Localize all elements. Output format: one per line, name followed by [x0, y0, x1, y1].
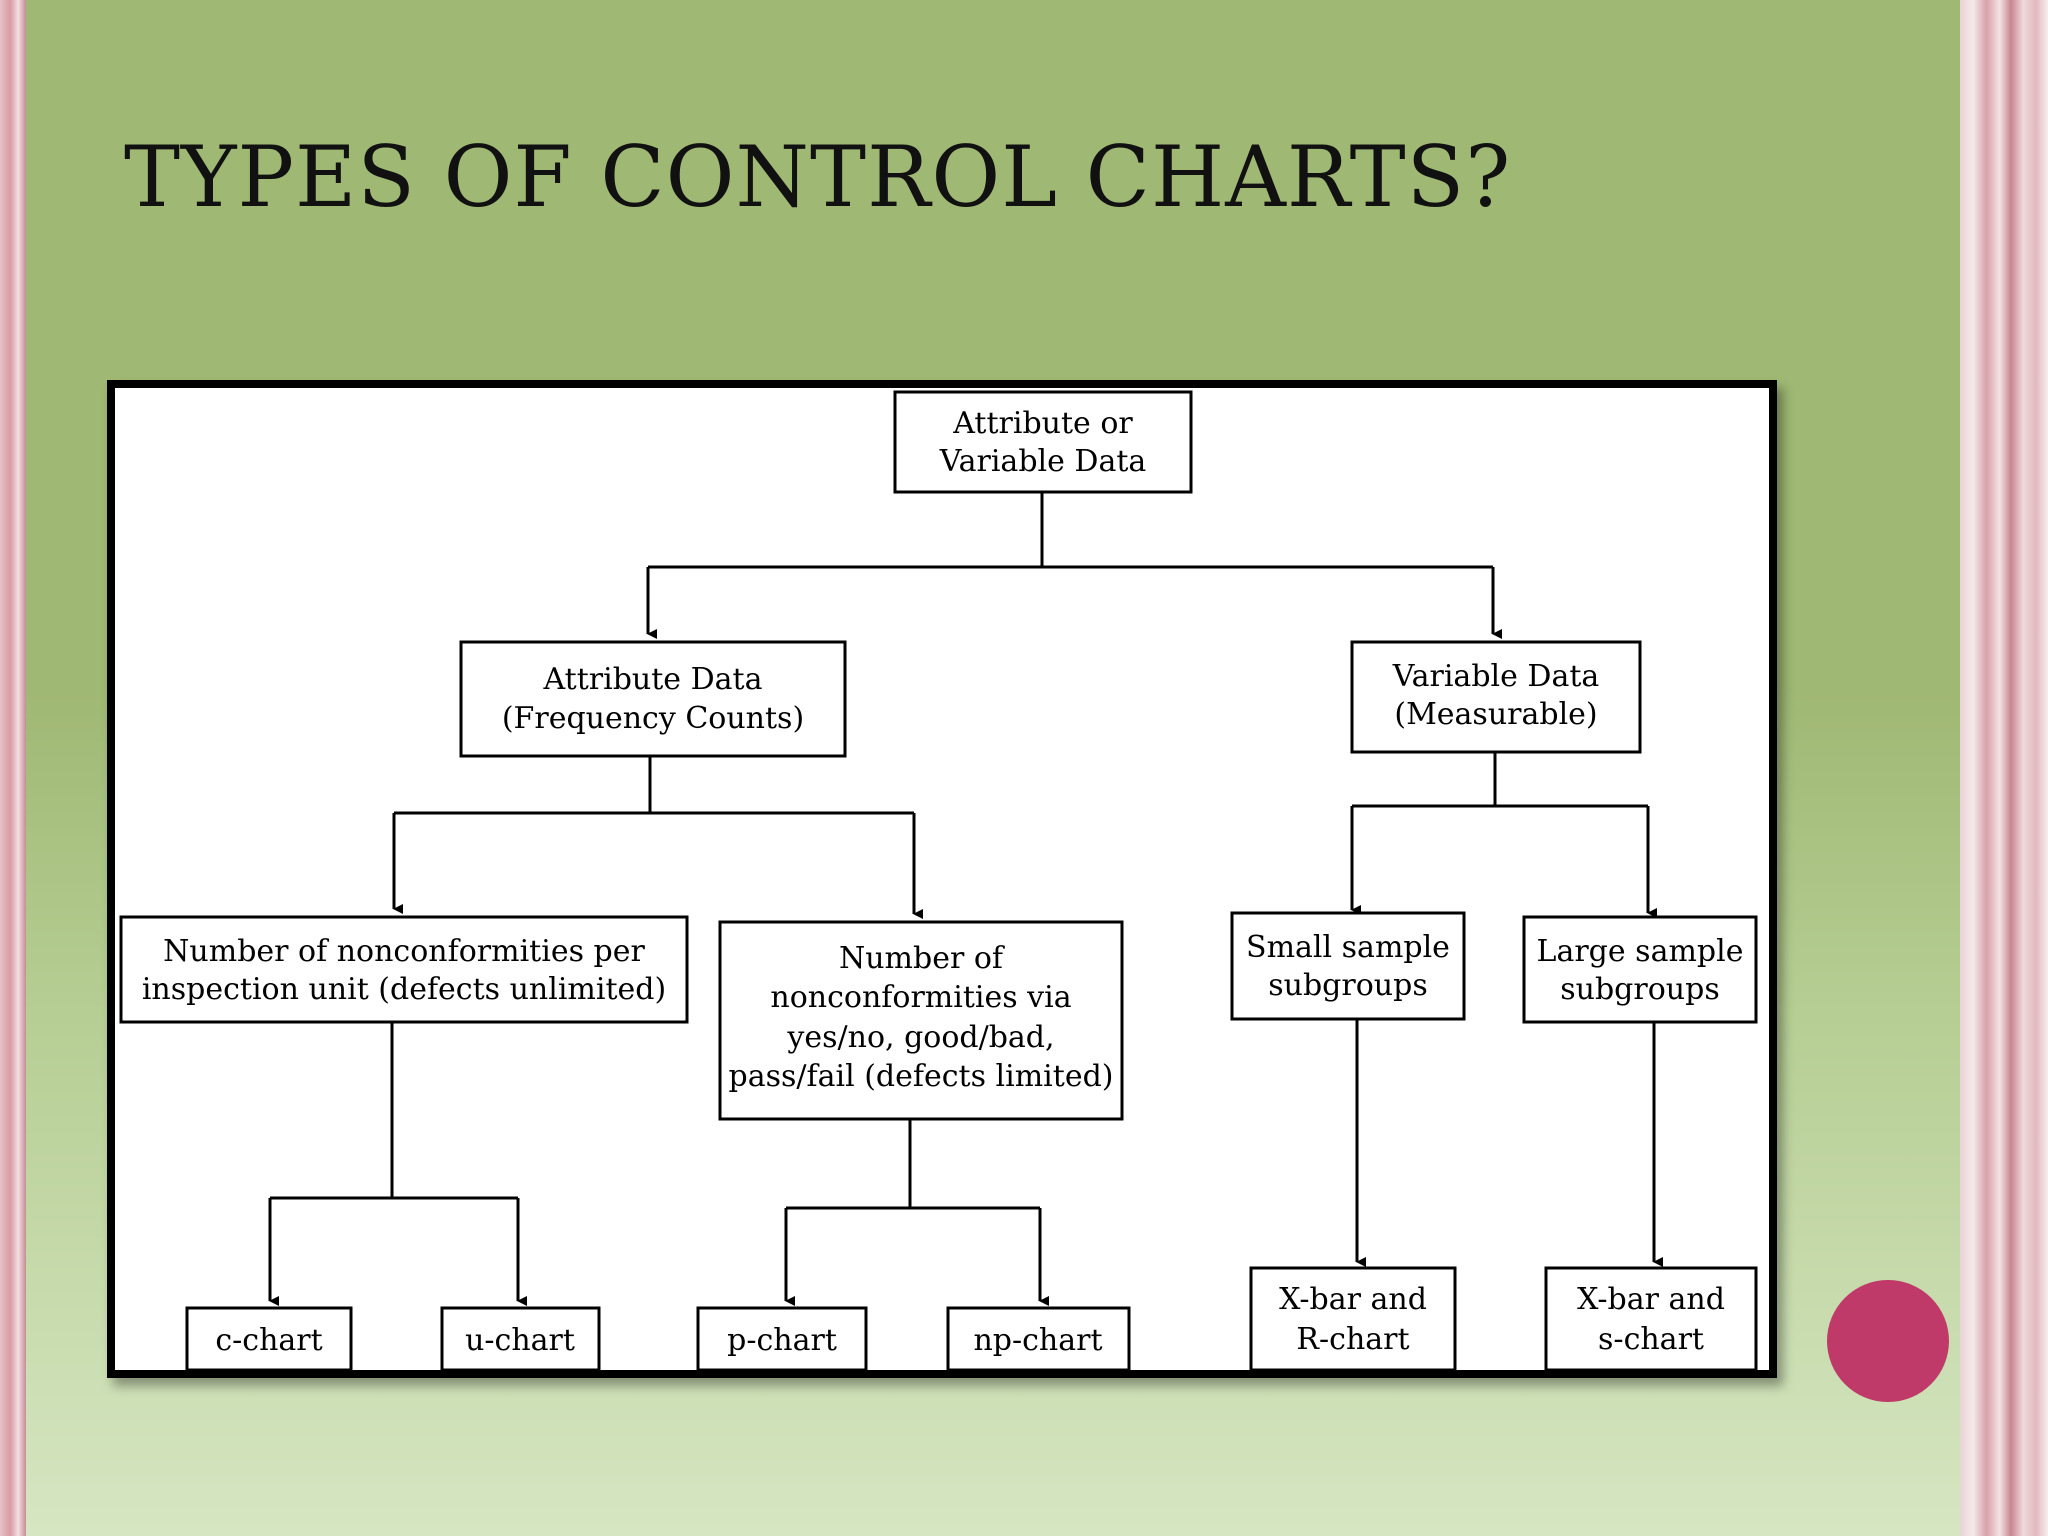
p-chart-label: p-chart: [727, 1323, 837, 1358]
xbar-s-label-line-2: s-chart: [1598, 1322, 1704, 1357]
slide-title: TYPES OF CONTROL CHARTS?: [124, 128, 1512, 226]
xbar-s-label-line-1: X-bar and: [1577, 1282, 1725, 1317]
node-root: [893, 390, 1193, 494]
unlimited-label-line-1: Number of nonconformities per: [163, 934, 645, 969]
unlimited-label-line-2: inspection unit (defects unlimited): [142, 972, 666, 1007]
root-label-line-1: Attribute or: [952, 406, 1133, 441]
attribute-label-line-1: Attribute Data: [543, 662, 763, 697]
right-decorative-stripe: [1960, 0, 2048, 1536]
xbar-r-label-line-2: R-chart: [1296, 1322, 1409, 1357]
arrows: [268, 567, 1663, 1306]
root-label-line-2: Variable Data: [939, 444, 1147, 479]
connectors: [270, 492, 1648, 1210]
diagram-border: [107, 380, 1777, 1378]
xbar-r-label-line-1: X-bar and: [1279, 1282, 1427, 1317]
node-np-chart: [946, 1306, 1131, 1372]
limited-label-line-1: Number of: [839, 941, 1005, 976]
node-c-chart: [185, 1306, 353, 1372]
small-label-line-2: subgroups: [1268, 968, 1427, 1003]
node-unlimited: [119, 915, 689, 1024]
variable-label-line-1: Variable Data: [1392, 659, 1600, 694]
variable-label-line-2: (Measurable): [1394, 697, 1597, 732]
node-labels: Attribute or Variable Data Attribute Dat…: [142, 406, 1744, 1358]
small-label-line-1: Small sample: [1246, 930, 1450, 965]
node-variable: [1350, 640, 1642, 754]
attribute-label-line-2: (Frequency Counts): [502, 701, 804, 736]
large-label-line-1: Large sample: [1537, 934, 1744, 969]
u-chart-label: u-chart: [465, 1323, 575, 1358]
large-label-line-2: subgroups: [1560, 972, 1719, 1007]
left-decorative-stripe: [0, 0, 26, 1536]
np-chart-label: np-chart: [973, 1323, 1102, 1358]
c-chart-label: c-chart: [215, 1323, 322, 1358]
node-p-chart: [696, 1306, 868, 1372]
limited-label-line-2: nonconformities via: [770, 980, 1071, 1015]
limited-label-line-3: yes/no, good/bad,: [786, 1020, 1054, 1055]
node-xbar-r: [1249, 1266, 1457, 1372]
node-large: [1522, 915, 1758, 1024]
node-limited: [718, 920, 1124, 1121]
node-u-chart: [440, 1306, 601, 1372]
control-chart-flowchart: Attribute or Variable Data Attribute Dat…: [107, 380, 1777, 1378]
node-xbar-s: [1544, 1266, 1758, 1372]
node-attribute: [459, 640, 847, 758]
node-boxes: [119, 390, 1758, 1372]
accent-circle: [1827, 1280, 1949, 1402]
diagram-frame: Attribute or Variable Data Attribute Dat…: [107, 380, 1777, 1378]
node-small: [1230, 911, 1466, 1021]
limited-label-line-4: pass/fail (defects limited): [729, 1059, 1114, 1094]
